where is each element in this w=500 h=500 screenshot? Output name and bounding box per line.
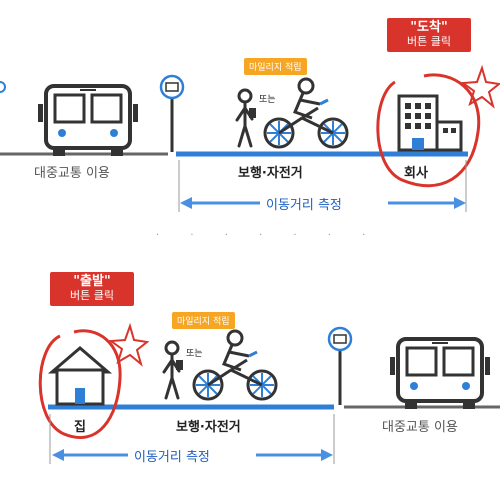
or-label: 또는 xyxy=(259,95,276,105)
bus-stop-sign-icon xyxy=(327,326,353,405)
measure-arrow xyxy=(178,160,467,212)
origin-label: 집 xyxy=(74,420,86,435)
button-action: 버튼 클릭 xyxy=(70,289,114,302)
bus-icon xyxy=(38,84,138,156)
bicycle-icon xyxy=(263,77,349,149)
mileage-badge: 마일리지 적립 xyxy=(244,58,307,75)
button-action: 버튼 클릭 xyxy=(407,35,451,48)
bottom-graphics xyxy=(38,322,500,464)
faint-dots: · · · · · · · xyxy=(156,230,380,241)
depart-button-callout: "출발" 버튼 클릭 xyxy=(50,272,134,306)
panel-departure: 집 보행·자전거 대중교통 이용 이동거리 측정 마일리지 적립 또는 "출발"… xyxy=(0,250,500,490)
star-icon xyxy=(460,64,500,109)
office-building-icon xyxy=(397,94,463,152)
star-icon xyxy=(108,322,150,367)
walk-bike-label: 보행·자전거 xyxy=(238,166,303,181)
button-name: "도착" xyxy=(410,20,448,35)
transit-label: 대중교통 이용 xyxy=(382,420,458,435)
mileage-badge: 마일리지 적립 xyxy=(172,312,235,329)
transit-label: 대중교통 이용 xyxy=(34,166,110,181)
button-name: "출발" xyxy=(73,274,111,289)
bicycle-icon xyxy=(192,329,278,401)
measure-label: 이동거리 측정 xyxy=(266,198,342,213)
bus-stop-sign-icon xyxy=(159,74,185,152)
destination-label: 회사 xyxy=(404,166,428,181)
arrive-button-callout: "도착" 버튼 클릭 xyxy=(387,18,471,52)
partial-stop-icon xyxy=(0,81,6,93)
or-label: 또는 xyxy=(186,349,203,359)
measure-label: 이동거리 측정 xyxy=(134,450,210,465)
highlight-circle xyxy=(38,329,122,439)
pedestrian-icon xyxy=(235,88,256,148)
house-icon xyxy=(47,346,113,406)
bus-icon xyxy=(390,337,490,409)
walk-bike-label: 보행·자전거 xyxy=(176,420,241,435)
pedestrian-icon xyxy=(162,340,183,400)
measure-arrow xyxy=(49,414,335,464)
top-graphics xyxy=(0,64,500,212)
panel-arrival: 대중교통 이용 보행·자전거 회사 이동거리 측정 마일리지 적립 또는 "도착… xyxy=(0,0,500,241)
highlight-circle xyxy=(376,73,481,188)
